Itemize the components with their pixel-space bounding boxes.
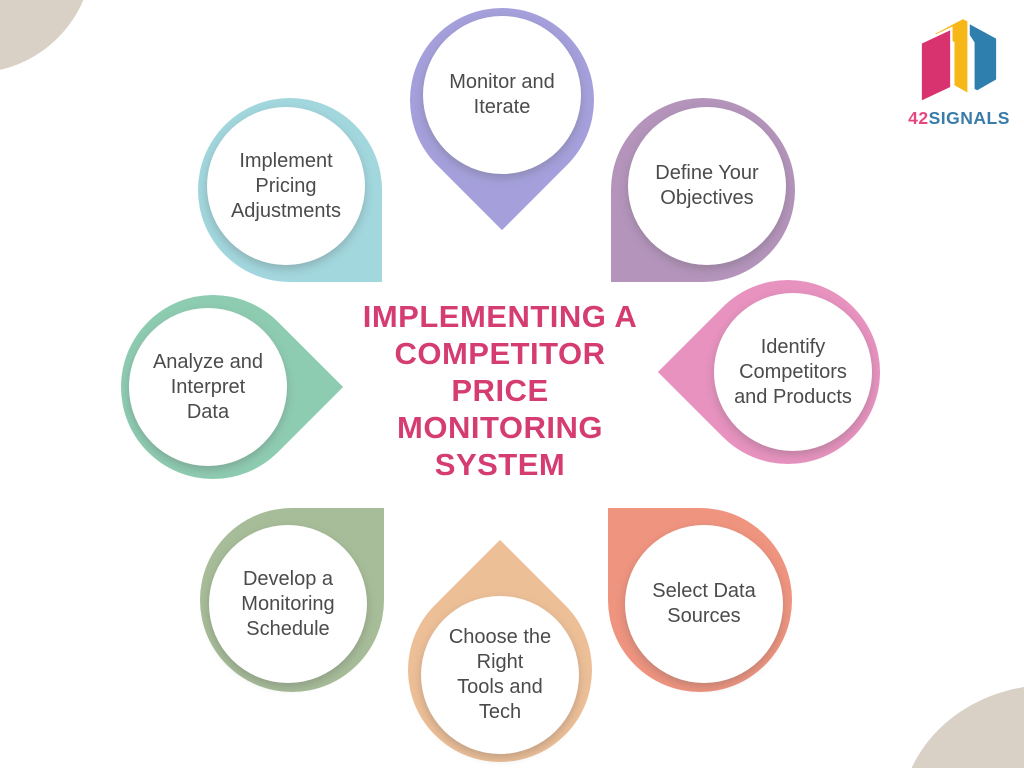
brand-name: SIGNALS	[928, 108, 1010, 128]
node-label: Implement Pricing Adjustments	[230, 149, 342, 222]
node-define-your-objectives: Define Your Objectives	[611, 98, 795, 282]
node-label: Define Your Objectives	[655, 162, 759, 209]
brand-logo: 42SIGNALS	[900, 14, 1018, 129]
background-circle-bottom-right	[900, 685, 1024, 768]
node-circle: Choose the Right Tools and Tech	[421, 596, 579, 754]
infographic-title: IMPLEMENTING A COMPETITOR PRICE MONITORI…	[362, 299, 638, 482]
brand-number: 42	[908, 108, 929, 128]
node-circle: Develop a Monitoring Schedule	[209, 525, 367, 683]
node-analyze-and-interpret-data: Analyze and Interpret Data	[82, 256, 344, 518]
node-circle: Analyze and Interpret Data	[129, 308, 287, 466]
node-circle: Monitor and Iterate	[423, 16, 581, 174]
node-develop-a-monitoring-schedule: Develop a Monitoring Schedule	[200, 508, 384, 692]
node-circle: Identify Competitors and Products	[714, 293, 872, 451]
node-select-data-sources: Select Data Sources	[608, 508, 792, 692]
node-choose-the-right-tools-and-tech: Choose the Right Tools and Tech	[369, 539, 631, 768]
node-implement-pricing-adjustments: Implement Pricing Adjustments	[198, 98, 382, 282]
node-label: Monitor and Iterate	[449, 71, 555, 118]
node-label: Select Data Sources	[652, 580, 756, 627]
node-identify-competitors-and-products: Identify Competitors and Products	[657, 241, 919, 503]
brand-wordmark: 42SIGNALS	[900, 108, 1018, 129]
node-label: Develop a Monitoring Schedule	[241, 567, 335, 640]
node-label: Choose the Right Tools and Tech	[448, 626, 552, 723]
node-circle: Select Data Sources	[625, 525, 783, 683]
node-label: Analyze and Interpret Data	[152, 350, 264, 423]
node-monitor-and-iterate: Monitor and Iterate	[371, 0, 633, 231]
node-label: Identify Competitors and Products	[734, 335, 852, 408]
node-circle: Define Your Objectives	[628, 107, 786, 265]
node-circle: Implement Pricing Adjustments	[207, 107, 365, 265]
cube-logo-icon	[919, 14, 999, 105]
background-circle-top-left	[0, 0, 93, 73]
